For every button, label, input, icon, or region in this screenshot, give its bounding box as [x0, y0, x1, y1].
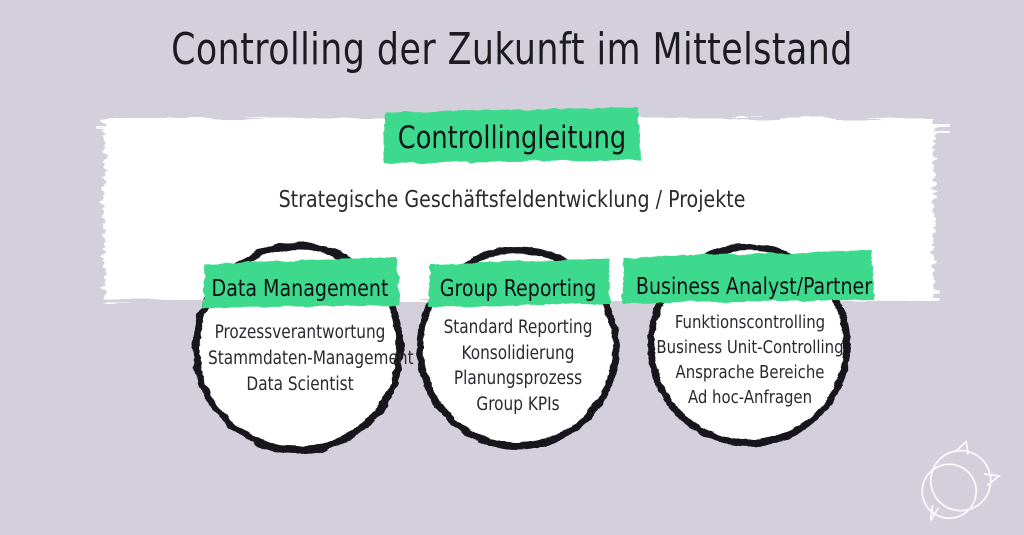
- list-item: Konsolidierung: [461, 342, 575, 364]
- column-items-business-analyst-partner: Funktionscontrolling Business Unit-Contr…: [636, 310, 864, 410]
- bubble-outline-right: [929, 449, 992, 512]
- list-item: Funktionscontrolling: [674, 312, 826, 333]
- top-box-heading: Controllingleitung: [397, 120, 627, 156]
- list-item: Data Scientist: [246, 374, 354, 395]
- top-box-subtitle: Strategische Geschäftsfeldentwicklung / …: [278, 187, 746, 213]
- column-title-data-management: Data Management: [211, 276, 389, 302]
- column-title-group-reporting: Group Reporting: [439, 276, 597, 302]
- list-item: Ansprache Bereiche: [675, 362, 825, 383]
- overlapping-speech-bubbles-logo: [921, 441, 1002, 521]
- list-item: Business Unit-Controlling: [656, 337, 844, 358]
- list-item: Ad hoc-Anfragen: [687, 387, 813, 408]
- list-item: Standard Reporting: [443, 317, 593, 338]
- column-items-data-management: Prozessverantwortung Stammdaten-Manageme…: [208, 320, 414, 398]
- list-item: Prozessverantwortung: [214, 322, 386, 343]
- list-item: Group KPIs: [476, 393, 560, 415]
- column-items-group-reporting: Standard Reporting Konsolidierung Planun…: [434, 315, 601, 417]
- bubble-outline-left: [921, 463, 978, 520]
- list-item: Planungsprozess: [453, 368, 583, 389]
- bubble-tail-right: [983, 473, 1002, 487]
- bubble-tail-lower-left: [929, 505, 940, 521]
- column-title-business-analyst-partner: Business Analyst/Partner: [635, 274, 873, 300]
- list-item: Stammdaten-Management: [208, 348, 414, 369]
- bubble-tail-top: [955, 441, 969, 455]
- page-title: Controlling der Zukunft im Mittelstand: [171, 24, 853, 75]
